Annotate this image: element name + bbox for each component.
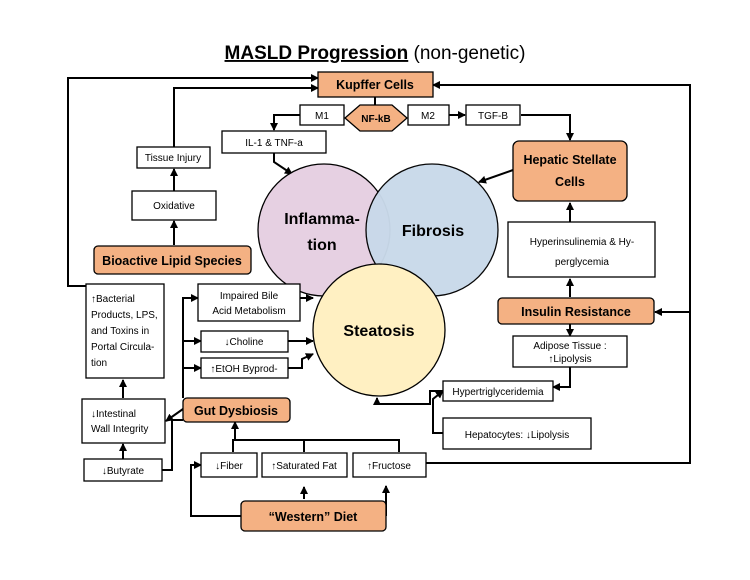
gut-dysbiosis-label: Gut Dysbiosis (194, 404, 278, 418)
connectors (67, 74, 691, 517)
kupffer-cells-label: Kupffer Cells (336, 78, 414, 92)
m1-box (299, 104, 345, 126)
saturated-fat-label: ↑Saturated Fat (271, 461, 337, 472)
insulin-resistance-label: Insulin Resistance (521, 305, 631, 319)
m1-label: M1 (315, 111, 329, 122)
m2-label: M2 (421, 111, 435, 122)
arrow-dysbiosis-to-bile (182, 294, 199, 398)
diagram-title: MASLD Progression (non-genetic) (225, 43, 526, 64)
nfkb-label: NF-kB (361, 114, 390, 125)
butyrate-label: ↓Butyrate (102, 466, 145, 477)
kupffer-cells-box (317, 71, 434, 98)
tissue-injury-box (136, 146, 211, 169)
etoh-box (200, 357, 289, 379)
line-butyrate-to-dysbiosis (162, 419, 183, 471)
bacterial-line-2: Products, LPS, (91, 310, 158, 321)
adipose-line-2: ↑Lipolysis (548, 354, 591, 365)
arrow-fructose-to-kupffer (426, 81, 691, 464)
hepatocytes-label: Hepatocytes: ↓Lipolysis (465, 430, 570, 441)
adipose-line-1: Adipose Tissue : (533, 341, 606, 352)
butyrate-box (83, 458, 163, 482)
oxidative-label: Oxidative (153, 201, 195, 212)
il1-tnf-box (221, 130, 327, 154)
arrow-tgfb-to-stellate (521, 114, 574, 141)
inflammation-label-2: tion (307, 237, 336, 254)
arrow-il1-to-inflammation (273, 152, 293, 175)
arrow-etoh-to-steatosis (288, 353, 314, 369)
choline-label: ↓Choline (225, 337, 264, 348)
bacterial-line-1: ↑Bacterial (91, 294, 135, 305)
bacterial-products-box (85, 283, 165, 379)
fiber-label: ↓Fiber (215, 461, 243, 472)
hepatic-stellate-line-1: Hepatic Stellate (523, 153, 616, 167)
title-main: MASLD Progression (225, 43, 409, 64)
western-diet-box (240, 500, 387, 532)
arrow-stellate-to-fibrosis (478, 169, 514, 184)
bile-acid-line-2: Acid Metabolism (212, 306, 285, 317)
line-diet-bracket (232, 439, 400, 452)
fiber-box (200, 452, 258, 478)
bioactive-lipid-label: Bioactive Lipid Species (102, 254, 242, 268)
arrow-tissue-injury-to-kupffer (173, 84, 319, 147)
arrow-bacterial-to-kupffer (67, 74, 319, 287)
bioactive-lipid-box (93, 245, 252, 275)
arrow-htg-to-steatosis (373, 390, 443, 405)
il1-tnf-label: IL-1 & TNF-a (245, 138, 303, 149)
intestinal-line-2: Wall Integrity (91, 424, 148, 435)
choline-box (200, 330, 289, 353)
arrow-adipose-to-htg (552, 367, 571, 391)
arrow-hepatocytes-to-htg (432, 390, 444, 434)
inflammation-label-1: Inflamma- (284, 211, 360, 228)
bacterial-line-3: and Toxins in (91, 326, 149, 337)
hepatocytes-box (442, 417, 592, 450)
fructose-box (352, 452, 427, 478)
gut-dysbiosis-box (182, 397, 291, 423)
nfkb-double-arrow (344, 104, 408, 132)
bile-acid-box (197, 283, 301, 322)
steatosis-circle (312, 263, 446, 397)
tgfb-label: TGF-B (478, 111, 508, 122)
hepatic-stellate-box (512, 140, 628, 202)
hypertriglyceridemia-box (442, 380, 554, 402)
hyperinsulinemia-box (507, 221, 656, 278)
saturated-fat-box (261, 452, 348, 478)
bacterial-line-5: tion (91, 358, 107, 369)
fibrosis-label: Fibrosis (402, 223, 464, 240)
steatosis-label: Steatosis (343, 323, 414, 340)
m2-box (407, 104, 450, 126)
title-sub: (non-genetic) (408, 43, 525, 64)
western-diet-label: “Western” Diet (269, 510, 359, 524)
arrow-m1-to-il1 (270, 114, 300, 131)
hepatic-stellate-line-2: Cells (555, 175, 585, 189)
fructose-label: ↑Fructose (367, 461, 411, 472)
arrow-dysbiosis-to-intestinal (165, 408, 184, 422)
bile-acid-line-1: Impaired Bile (220, 291, 279, 302)
intestinal-wall-box (81, 398, 166, 444)
hyperinsulinemia-line-2: perglycemia (555, 257, 609, 268)
tissue-injury-label: Tissue Injury (145, 153, 201, 164)
hypertriglyceridemia-label: Hypertriglyceridemia (452, 387, 544, 398)
etoh-label: ↑EtOH Byprod- (210, 364, 277, 375)
intestinal-line-1: ↓Intestinal (91, 409, 136, 420)
insulin-resistance-box (497, 297, 655, 325)
arrow-diet-to-fiber (190, 461, 241, 517)
bacterial-line-4: Portal Circula- (91, 342, 154, 353)
oxidative-box (131, 190, 217, 221)
tgfb-box (465, 104, 521, 126)
adipose-tissue-box (512, 335, 628, 368)
hyperinsulinemia-line-1: Hyperinsulinemia & Hy- (530, 237, 634, 248)
